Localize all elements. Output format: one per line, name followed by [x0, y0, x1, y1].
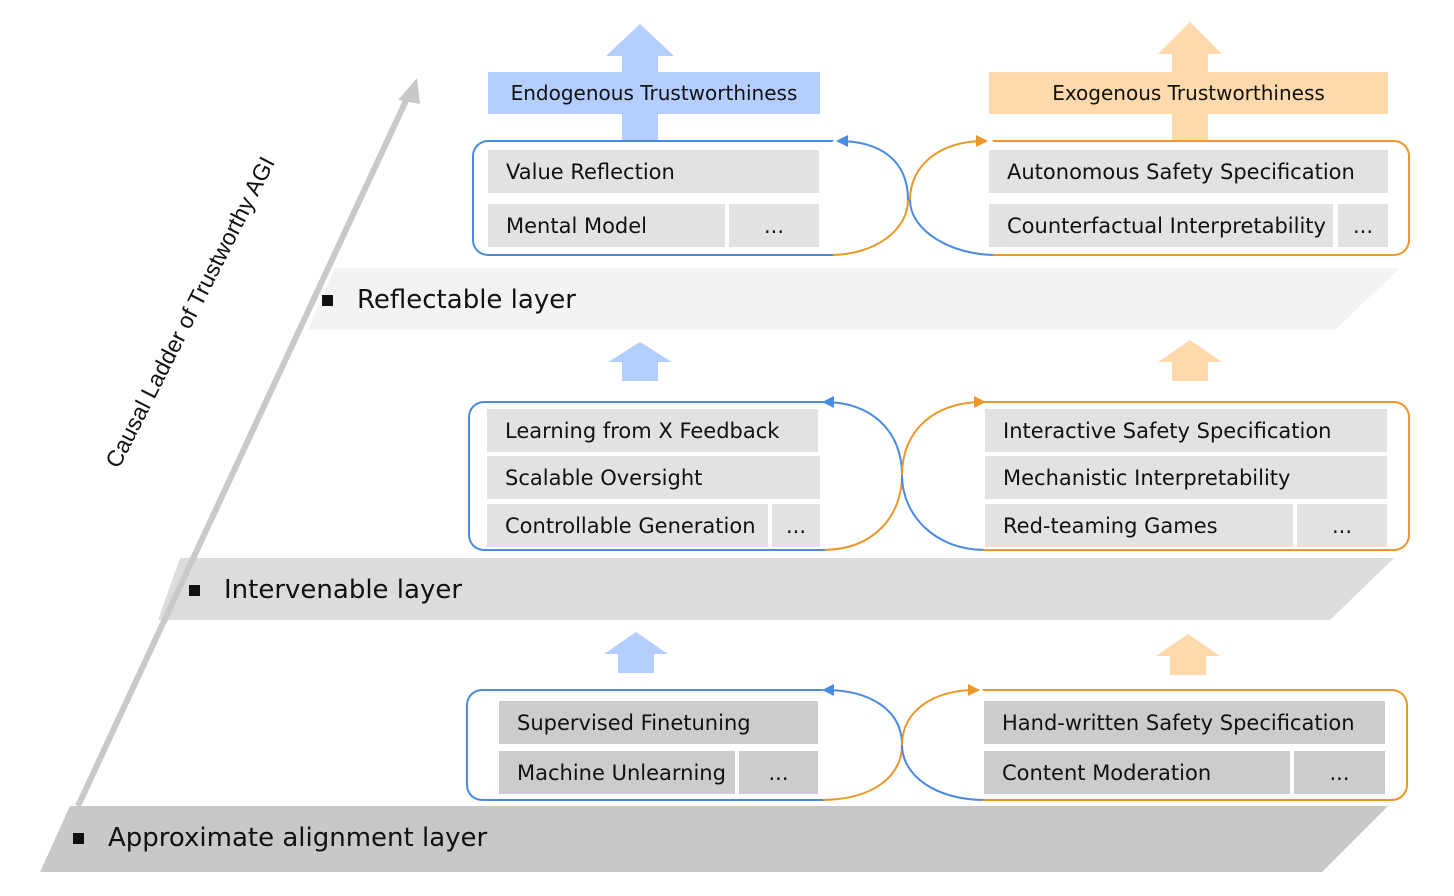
intervenable-connectors	[821, 396, 986, 551]
bullet-icon	[189, 584, 200, 596]
intervenable-layer-title: Intervenable layer	[189, 570, 462, 610]
reflectable-endo-more: ...	[729, 204, 819, 247]
intervenable-exo-box	[982, 401, 1410, 551]
reflectable-endo-box	[472, 140, 834, 256]
approximate-layer-title: Approximate alignment layer	[73, 818, 487, 858]
learning-from-x-feedback-cell: Learning from X Feedback	[487, 409, 818, 452]
approximate-layer-label: Approximate alignment layer	[108, 823, 488, 853]
exo-arrow-mid	[1158, 340, 1222, 381]
hand-written-safety-spec-cell: Hand-written Safety Specification	[984, 701, 1385, 744]
value-reflection-cell: Value Reflection	[488, 150, 819, 193]
content-moderation-cell: Content Moderation	[984, 751, 1290, 794]
counterfactual-interpretability-cell: Counterfactual Interpretability	[989, 204, 1333, 247]
intervenable-endo-box	[468, 401, 826, 551]
reflectable-layer-platform	[308, 268, 1400, 330]
intervenable-exo-more: ...	[1297, 504, 1387, 547]
machine-unlearning-cell: Machine Unlearning	[499, 751, 735, 794]
scalable-oversight-cell: Scalable Oversight	[487, 456, 820, 499]
supervised-finetuning-cell: Supervised Finetuning	[499, 701, 818, 744]
approximate-layer-platform	[40, 806, 1388, 872]
exo-arrow-low	[1156, 634, 1220, 675]
intervenable-layer-label: Intervenable layer	[224, 575, 463, 605]
red-teaming-games-cell: Red-teaming Games	[985, 504, 1293, 547]
approximate-endo-box	[466, 689, 824, 801]
reflectable-connectors	[829, 135, 997, 256]
mechanistic-interpretability-cell: Mechanistic Interpretability	[985, 456, 1387, 499]
autonomous-safety-spec-cell: Autonomous Safety Specification	[989, 150, 1388, 193]
intervenable-endo-more: ...	[772, 504, 820, 547]
approximate-exo-box	[982, 689, 1408, 801]
endogenous-head: Endogenous Trustworthiness	[488, 72, 820, 114]
approximate-exo-more: ...	[1294, 751, 1385, 794]
mental-model-cell: Mental Model	[488, 204, 725, 247]
interactive-safety-spec-cell: Interactive Safety Specification	[985, 409, 1387, 452]
reflectable-layer-title: Reflectable layer	[322, 280, 576, 320]
approximate-connectors	[819, 684, 986, 801]
endo-arrow-low	[604, 632, 668, 673]
bullet-icon	[322, 294, 333, 306]
endo-arrow-mid	[608, 342, 672, 381]
intervenable-layer-platform	[158, 558, 1394, 620]
reflectable-exo-more: ...	[1338, 204, 1388, 247]
reflectable-exo-box	[992, 140, 1410, 256]
approximate-endo-more: ...	[739, 751, 818, 794]
controllable-generation-cell: Controllable Generation	[487, 504, 768, 547]
exogenous-head: Exogenous Trustworthiness	[989, 72, 1388, 114]
ladder-arrow	[75, 78, 420, 808]
bullet-icon	[73, 832, 84, 844]
reflectable-layer-label: Reflectable layer	[357, 285, 576, 315]
